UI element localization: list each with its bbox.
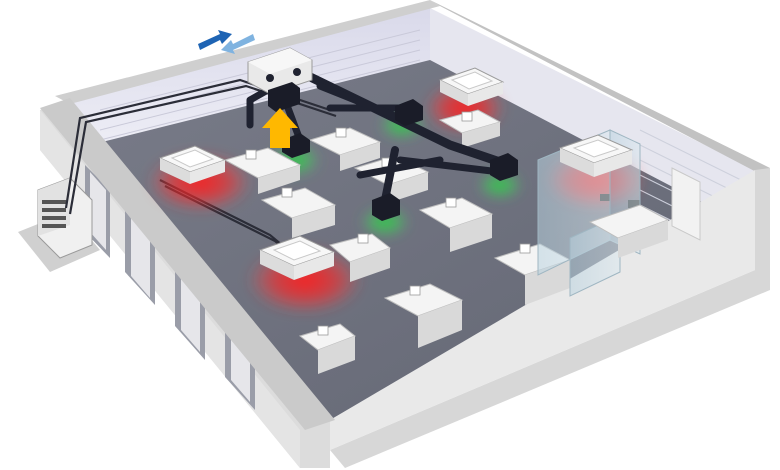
ceiling-cassette-icon <box>158 145 227 184</box>
desk <box>223 147 302 194</box>
ceiling-cassette-icon <box>258 235 336 280</box>
monitors <box>245 111 531 336</box>
office-desks <box>223 109 572 374</box>
diffuser-box-icon <box>395 99 423 126</box>
right-outer-wall <box>330 168 770 468</box>
diffuser-box-icon <box>372 193 400 221</box>
desk <box>308 127 382 171</box>
desk <box>260 187 337 238</box>
ceiling-cassette-icon <box>558 134 634 177</box>
outdoor-condenser-icon <box>37 177 93 259</box>
ceiling-cassettes <box>158 67 634 280</box>
upward-airflow-arrow-icon <box>262 108 298 148</box>
heat-recovery-unit-icon <box>247 47 313 112</box>
diffuser-box-icon <box>490 153 518 181</box>
right-wall-doorways <box>671 167 701 241</box>
wall-top-right <box>430 0 770 175</box>
meeting-desk <box>588 204 670 258</box>
wall-top-left <box>40 98 335 430</box>
ceiling-cassette-icon <box>438 67 505 106</box>
air-exchange-arrows-icon <box>198 30 255 54</box>
wall-top-back <box>55 0 440 104</box>
